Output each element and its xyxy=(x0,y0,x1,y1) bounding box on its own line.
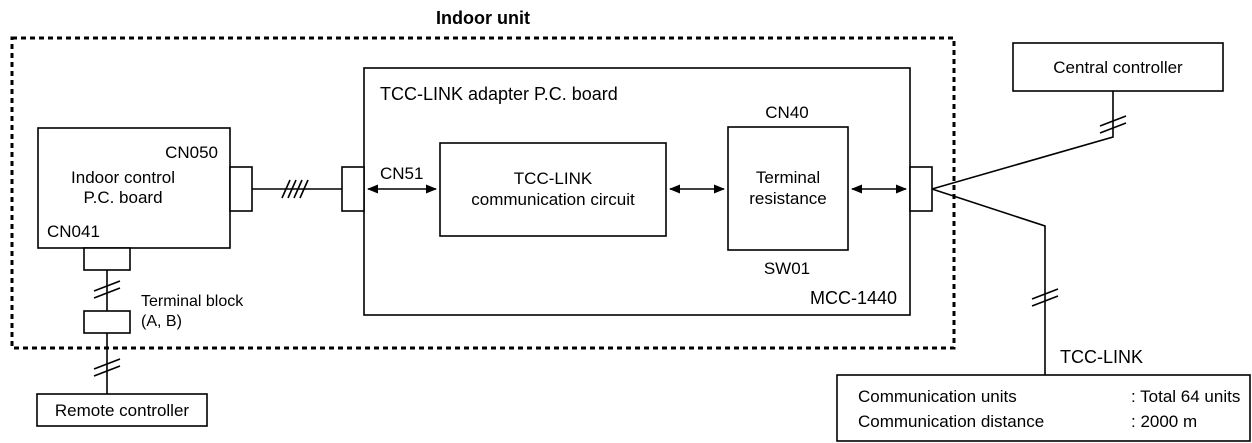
communication-circuit-box xyxy=(439,142,667,237)
central-controller xyxy=(1012,42,1224,92)
harness-multi-wire-mark xyxy=(281,179,309,199)
terminal-block-wire-mark xyxy=(93,280,121,299)
connector-cn050: CN050 xyxy=(165,143,218,162)
tcc-link-spec-box xyxy=(836,374,1251,442)
indoor-control-board xyxy=(37,127,231,249)
output-connector-block xyxy=(909,166,933,212)
indoor-control-board-label-2: P.C. board xyxy=(83,188,162,207)
terminal-resistance-label-2: resistance xyxy=(749,189,826,208)
connector-cn40: CN40 xyxy=(765,103,808,122)
terminal-resistance-box xyxy=(727,126,849,251)
central-controller-label: Central controller xyxy=(1053,58,1183,77)
adapter-board-model: MCC-1440 xyxy=(810,288,897,308)
terminal-block-label-2: (A, B) xyxy=(141,313,182,330)
remote-controller xyxy=(36,393,208,427)
spec-value-communication-units: : Total 64 units xyxy=(1131,387,1240,406)
terminal-block-label-1: Terminal block xyxy=(141,293,244,310)
cn041-connector-block xyxy=(83,247,131,271)
communication-circuit-label-1: TCC-LINK xyxy=(514,169,593,188)
connector-cn51: CN51 xyxy=(380,164,423,183)
communication-circuit-label-2: communication circuit xyxy=(471,190,635,209)
spec-value-communication-distance: : 2000 m xyxy=(1131,412,1197,431)
indoor-unit-boundary xyxy=(10,36,956,350)
cn51-connector-block xyxy=(341,166,365,212)
remote-wire-mark xyxy=(93,358,121,377)
terminal-block xyxy=(83,310,131,334)
terminal-resistance-label-1: Terminal xyxy=(756,168,820,187)
spec-name-communication-units: Communication units xyxy=(858,387,1017,406)
connector-cn041: CN041 xyxy=(47,222,100,241)
adapter-board-title: TCC-LINK adapter P.C. board xyxy=(380,84,618,104)
indoor-unit-title: Indoor unit xyxy=(436,8,530,28)
tcc-link-label: TCC-LINK xyxy=(1060,347,1143,367)
central-wire-mark xyxy=(1099,115,1127,134)
cn050-connector-block xyxy=(229,166,253,212)
indoor-control-board-label-1: Indoor control xyxy=(71,168,175,187)
switch-sw01: SW01 xyxy=(764,259,810,278)
tcc-link-line xyxy=(931,188,1046,375)
spec-name-communication-distance: Communication distance xyxy=(858,412,1044,431)
remote-controller-label: Remote controller xyxy=(55,401,190,420)
central-controller-link xyxy=(931,91,1114,190)
tcc-link-wire-mark xyxy=(1031,288,1059,307)
